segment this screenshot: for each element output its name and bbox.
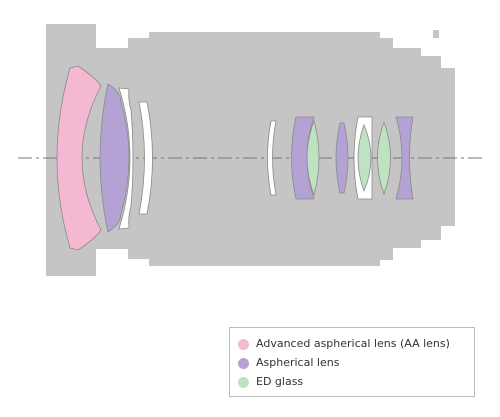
lens-barrel bbox=[46, 24, 455, 276]
front-plain-lens-1 bbox=[118, 87, 134, 230]
barrel-notch-top bbox=[433, 30, 439, 38]
rear-aspherical-lens-2 bbox=[335, 122, 349, 194]
legend-item-ed-glass: ED glass bbox=[238, 373, 303, 391]
front-aa-lens bbox=[56, 65, 102, 251]
barrel-notch-bottom bbox=[433, 232, 439, 240]
rear-ed-lens-1 bbox=[306, 119, 320, 197]
legend-item-aspherical-lens: Aspherical lens bbox=[238, 354, 339, 372]
rear-plain-meniscus bbox=[267, 120, 277, 196]
legend-label-ed-glass: ED glass bbox=[256, 375, 304, 388]
legend-label-aspherical-lens: Aspherical lens bbox=[256, 356, 340, 369]
pink-dot-icon bbox=[238, 338, 249, 350]
legend-label-aa-lens: Advanced aspherical lens (AA lens) bbox=[256, 337, 450, 350]
rear-ed-lens-3 bbox=[377, 120, 391, 196]
front-plain-lens-2 bbox=[138, 101, 153, 215]
rear-ed-lens-2 bbox=[357, 123, 372, 193]
purple-dot-icon bbox=[238, 357, 249, 369]
rear-aspherical-concave-lens bbox=[395, 116, 414, 200]
green-dot-icon bbox=[238, 376, 249, 388]
lens-cross-section-diagram bbox=[18, 24, 482, 276]
legend-item-aa-lens: Advanced aspherical lens (AA lens) bbox=[238, 335, 450, 353]
legend: Advanced aspherical lens (AA lens) Asphe… bbox=[229, 327, 475, 397]
front-aspherical-lens bbox=[99, 83, 130, 233]
